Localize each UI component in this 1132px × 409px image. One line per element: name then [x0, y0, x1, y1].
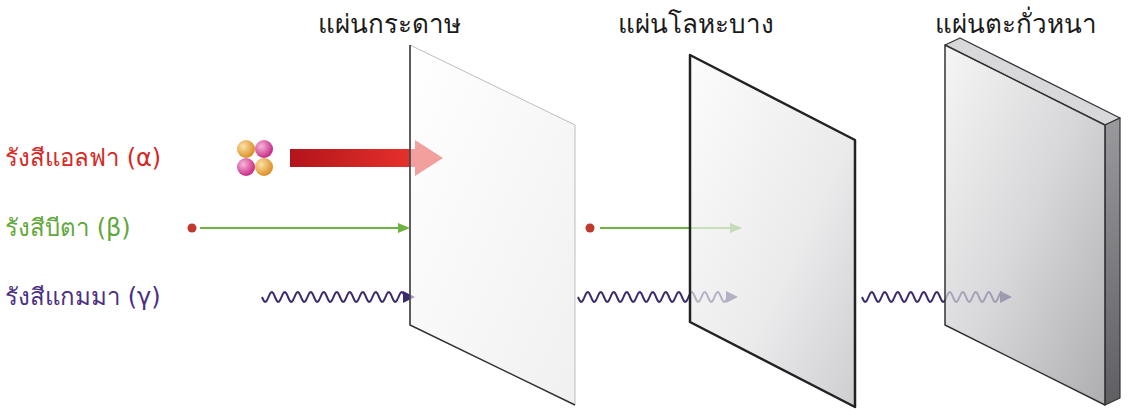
sheet-face: [690, 55, 855, 407]
beta-label: รังสีบีตา (β): [5, 214, 131, 243]
sheet-heading: แผ่นกระดาษ: [318, 9, 461, 40]
sheet-face: [945, 45, 1105, 405]
metal-sheet: แผ่นโลหะบาง: [610, 5, 865, 409]
alpha-particle: [237, 140, 273, 176]
sheet-face: [410, 45, 575, 405]
sheet-heading: แผ่นโลหะบาง: [618, 9, 774, 40]
lead-slab: แผ่นตะกั่วหนา: [925, 5, 1127, 407]
sheet-outline: [925, 5, 1127, 407]
sheet-outline: [610, 5, 865, 409]
alpha-label: รังสีแอลฟา (α): [5, 144, 161, 173]
sheet-heading: แผ่นตะกั่วหนา: [935, 9, 1097, 40]
sheet-outline: [310, 5, 590, 408]
gamma-wave: [262, 292, 405, 302]
sheet-edge: [410, 45, 575, 405]
sheet-face: [1105, 118, 1120, 405]
paper-sheet: แผ่นกระดาษ: [310, 5, 590, 408]
gamma-wave: [262, 291, 1012, 303]
gamma-label: รังสีแกมมา (γ): [5, 283, 161, 312]
